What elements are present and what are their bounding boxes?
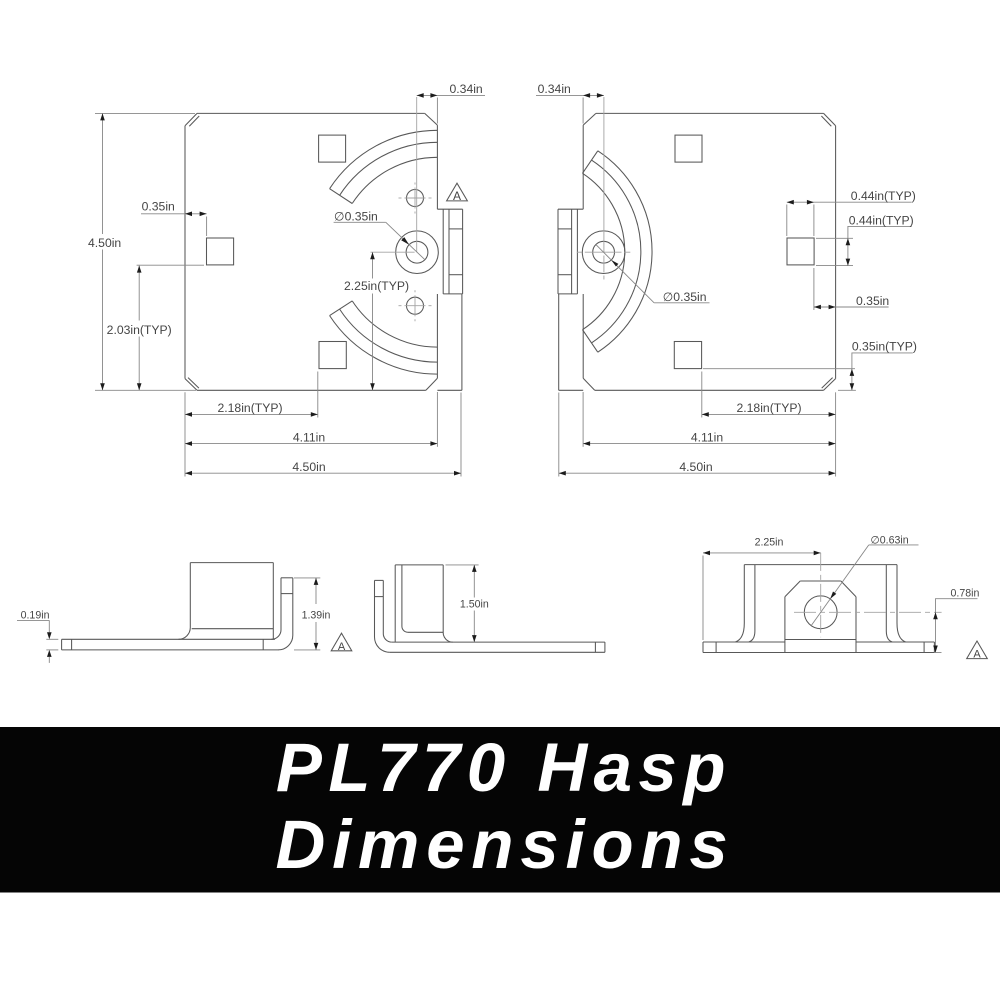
svg-text:∅0.63in: ∅0.63in	[871, 534, 909, 546]
svg-text:0.34in: 0.34in	[538, 82, 571, 96]
svg-text:A: A	[973, 649, 981, 661]
svg-text:1.50in: 1.50in	[460, 598, 489, 610]
svg-text:0.78in: 0.78in	[951, 588, 980, 600]
svg-text:4.11in: 4.11in	[293, 430, 325, 444]
svg-text:∅0.35in: ∅0.35in	[334, 209, 378, 223]
svg-text:2.03in(TYP): 2.03in(TYP)	[107, 323, 172, 337]
svg-text:4.50in: 4.50in	[292, 460, 325, 474]
svg-text:∅0.35in: ∅0.35in	[663, 290, 707, 304]
svg-text:2.18in(TYP): 2.18in(TYP)	[217, 401, 282, 415]
svg-text:A: A	[453, 189, 461, 203]
svg-text:4.50in: 4.50in	[679, 460, 712, 474]
svg-text:2.18in(TYP): 2.18in(TYP)	[736, 401, 801, 415]
svg-text:0.44in(TYP): 0.44in(TYP)	[849, 213, 914, 227]
svg-text:0.35in(TYP): 0.35in(TYP)	[852, 339, 917, 353]
svg-text:4.50in: 4.50in	[88, 236, 121, 250]
svg-text:A: A	[338, 641, 346, 653]
svg-text:0.34in: 0.34in	[450, 82, 483, 96]
svg-text:PL770 Hasp: PL770 Hasp	[276, 729, 732, 806]
svg-text:0.35in: 0.35in	[142, 199, 175, 213]
svg-text:0.44in(TYP): 0.44in(TYP)	[851, 189, 916, 203]
svg-text:0.35in: 0.35in	[856, 294, 889, 308]
svg-text:0.19in: 0.19in	[21, 610, 50, 622]
svg-text:2.25in(TYP): 2.25in(TYP)	[344, 279, 409, 293]
svg-text:4.11in: 4.11in	[691, 430, 723, 444]
svg-text:1.39in: 1.39in	[302, 610, 331, 622]
svg-text:2.25in: 2.25in	[755, 537, 784, 549]
svg-text:Dimensions: Dimensions	[275, 806, 734, 883]
